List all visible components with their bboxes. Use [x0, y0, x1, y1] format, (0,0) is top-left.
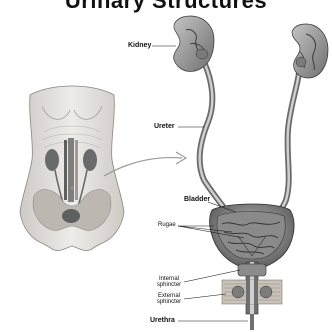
small-bladder: [62, 209, 80, 223]
label-bladder: Bladder: [184, 196, 210, 203]
internal-sphincter: [238, 264, 266, 276]
bladder: [210, 204, 294, 270]
label-internal-sphincter: Internal sphincter: [152, 276, 186, 289]
small-right-kidney: [83, 149, 97, 171]
left-kidney: [174, 16, 214, 72]
label-kidney: Kidney: [128, 42, 151, 49]
small-left-kidney: [45, 149, 59, 171]
label-ureter: Ureter: [154, 123, 175, 130]
torso-illustration: [20, 86, 124, 251]
page-title: Urinary Structures: [0, 0, 332, 14]
external-sphincter: [222, 280, 282, 304]
right-kidney: [292, 24, 328, 78]
label-rugae: Rugae: [158, 222, 176, 228]
label-external-sphincter: External sphincter: [152, 293, 186, 306]
label-urethra: Urethra: [150, 317, 175, 324]
label-internal-sphincter-line2: sphincter: [152, 282, 186, 288]
pointer-arrow: [104, 158, 182, 176]
label-external-sphincter-line2: sphincter: [152, 299, 186, 305]
